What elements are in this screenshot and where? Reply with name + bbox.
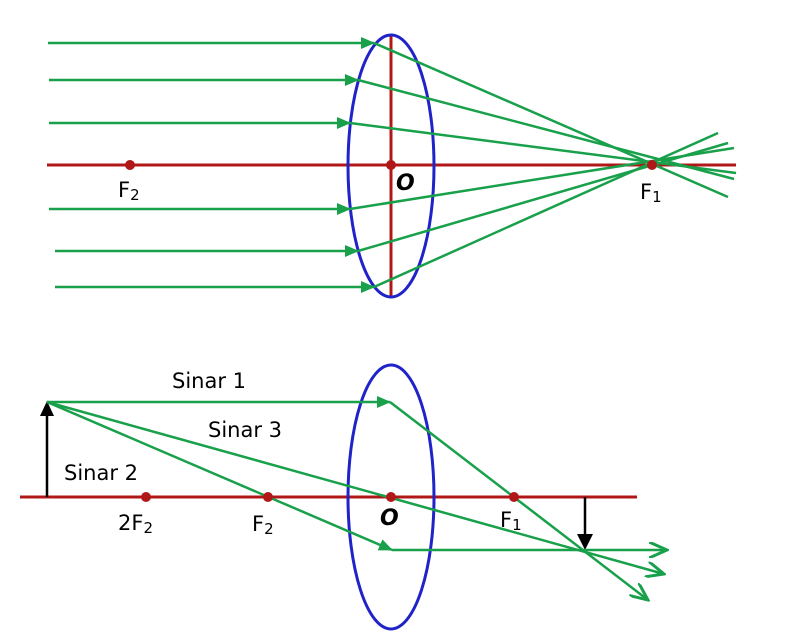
bottom-label-2f2: 2F2 [118,511,153,537]
bottom-point-f1 [509,492,519,502]
bottom-point-o [386,492,396,502]
top-incoming-rays [48,37,375,293]
ray-2-incoming [46,400,393,552]
top-label-f1: F1 [640,180,662,206]
object-arrow-head [40,401,54,416]
bottom-label-o: O [380,506,399,531]
bottom-label-f1: F1 [500,508,522,534]
top-refracted-rays [349,41,737,289]
top-ray-out-5 [357,141,729,253]
top-convex-lens [346,33,436,299]
top-label-f2: F2 [118,178,140,204]
bottom-rays [46,396,667,600]
ray-1-label: Sinar 1 [172,369,246,393]
ray-2-label: Sinar 2 [64,461,138,485]
top-point-f1 [647,160,657,170]
image-arrow-head [577,534,593,550]
top-ray-out-1 [373,41,729,199]
top-point-f2 [125,160,135,170]
top-point-o [386,160,396,170]
bottom-point-2f2 [141,492,151,502]
bottom-point-f2 [263,492,273,502]
top-diagram: F2 O F1 [47,33,737,299]
bottom-diagram: 2F2 F2 O F1 Sinar 1 Sinar 3 Sinar 2 [20,363,667,631]
top-ray-out-2 [357,78,735,181]
top-ray-out-6 [373,131,719,289]
top-ray-out-4 [349,146,735,211]
ray-3-through-center [46,400,664,574]
top-label-o: O [396,171,415,196]
bottom-label-f2: F2 [252,512,274,538]
bottom-convex-lens [346,363,436,631]
ray-3-label: Sinar 3 [208,418,282,442]
ray-1-refracted [389,401,648,600]
top-ray-out-3 [349,121,737,175]
